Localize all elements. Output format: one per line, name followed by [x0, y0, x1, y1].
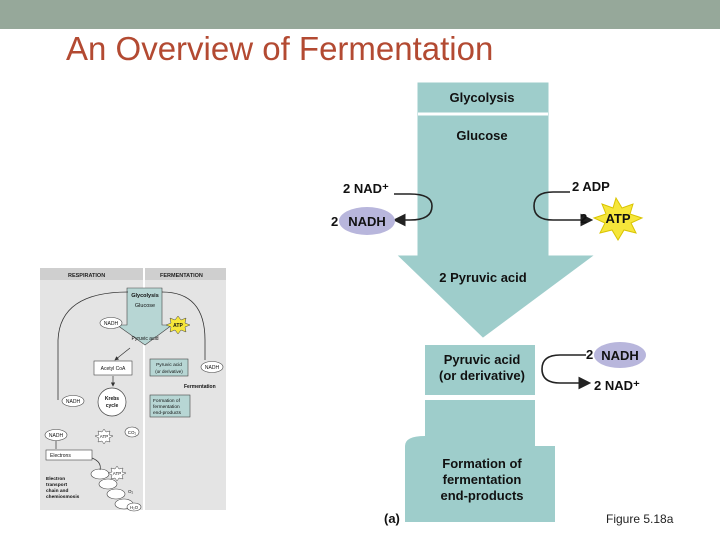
glucose-label: Glucose — [456, 128, 507, 143]
nadh-in-oval — [594, 342, 646, 368]
thumb-header-respiration: RESPIRATION — [68, 273, 105, 279]
glycolysis-label: Glycolysis — [449, 90, 514, 105]
main-flow — [397, 82, 594, 522]
thumb-electrons-box — [45, 449, 93, 461]
thumb-etc-2: transport — [46, 482, 67, 488]
thumb-formation-1: Formation of — [153, 398, 181, 404]
thumbnail-diagram: RESPIRATION FERMENTATION Glycolysis Gluc… — [40, 268, 226, 512]
nad-out-label: 2 NAD⁺ — [594, 378, 640, 393]
thumb-derivative-box — [149, 358, 189, 377]
pyruvic-derivative-label-1: Pyruvic acid — [444, 352, 521, 367]
thumb-electrons: Electrons — [50, 453, 71, 459]
thumb-krebs-1: Krebs — [105, 396, 119, 402]
atp-synthesis-arrow — [533, 191, 594, 227]
atp-starburst — [592, 196, 644, 241]
pyruvic-derivative-label-2: (or derivative) — [439, 368, 525, 383]
thumb-acetyl-coa: Acetyl CoA — [101, 366, 126, 372]
thumb-atp-krebs: ATP — [100, 434, 108, 439]
thumb-h2o-oval — [126, 502, 142, 512]
thumb-header-fermentation: FERMENTATION — [160, 273, 203, 279]
thumb-krebs-circle — [97, 387, 127, 417]
pyruvic-derivative-box — [425, 345, 535, 395]
thumb-atp: ATP — [173, 323, 183, 329]
formation-label-3: end-products — [440, 488, 523, 503]
atp-count: 2 — [580, 211, 587, 226]
atp-label: ATP — [605, 211, 630, 226]
nadh-label: NADH — [348, 214, 386, 229]
thumb-glycolysis-arrow — [116, 287, 173, 346]
formation-label-2: fermentation — [443, 472, 522, 487]
thumb-co2-oval — [124, 426, 140, 438]
panel-label: (a) — [384, 511, 400, 526]
thumb-formation-2: fermentation — [153, 404, 180, 410]
thumb-nadh-oval — [99, 317, 123, 329]
thumb-nadh: NADH — [104, 321, 119, 327]
nadh-in-count: 2 — [586, 347, 593, 362]
thumbnail-header-bar — [40, 268, 226, 280]
nadh-in-label: NADH — [601, 348, 639, 363]
thumb-o2: O₂ — [128, 489, 134, 494]
thumb-acetyl-coa-box — [93, 360, 133, 376]
slide-title: An Overview of Fermentation — [66, 30, 494, 67]
glycolysis-arrow — [397, 82, 594, 338]
thumb-derivative-2: (or derivative) — [155, 369, 183, 374]
thumb-respiration-line — [57, 291, 129, 400]
thumb-atp-starburst — [165, 315, 191, 335]
thumb-nadh-left-oval — [44, 429, 68, 441]
thumb-etc-3: chain and — [46, 488, 68, 494]
thumb-glucose: Glucose — [135, 303, 155, 309]
top-banner — [0, 0, 720, 29]
thumb-h2o: H₂O — [130, 505, 139, 510]
thumb-etc-1: Electron — [46, 476, 65, 482]
figure-caption: Figure 5.18a — [606, 512, 674, 526]
thumb-formation-box — [149, 394, 191, 418]
thumb-pyruvic-acid: Pyruvic acid — [132, 336, 159, 342]
thumb-atp-etc: ATP — [113, 471, 121, 476]
thumb-derivative-1: Pyruvic acid — [156, 362, 182, 368]
nad-plus-label: 2 NAD⁺ — [343, 181, 389, 196]
nad-reduction-arrow — [392, 193, 433, 227]
thumb-krebs-2: cycle — [106, 403, 119, 409]
thumb-nadh-left: NADH — [49, 433, 64, 439]
thumb-nadh-krebs: NADH — [66, 399, 81, 405]
thumb-to-acetyl-arrow — [114, 347, 131, 361]
thumb-formation-3: end-products — [153, 410, 182, 416]
thumb-etc-4: chemiosmosis — [46, 494, 80, 500]
thumb-nadh-right: NADH — [205, 365, 220, 371]
thumb-nadh-right-oval — [200, 361, 224, 373]
nadh-oval — [339, 207, 395, 235]
thumb-glycolysis: Glycolysis — [131, 293, 159, 299]
thumb-atp-etc-starburst — [107, 465, 127, 482]
thumb-atp-krebs-starburst — [94, 428, 114, 445]
thumb-nadh-krebs-oval — [61, 395, 85, 407]
formation-label-1: Formation of — [442, 456, 522, 471]
thumb-fermentation: Fermentation — [184, 384, 216, 390]
thumb-co2: CO₂ — [128, 430, 137, 435]
nadh-count: 2 — [331, 214, 338, 229]
nadh-oxidation-arrow — [541, 354, 592, 390]
pyruvic-acid-label: 2 Pyruvic acid — [439, 270, 526, 285]
thumb-fermentation-line — [161, 291, 206, 360]
end-products-arrow — [405, 400, 555, 522]
adp-label: 2 ADP — [572, 179, 610, 194]
